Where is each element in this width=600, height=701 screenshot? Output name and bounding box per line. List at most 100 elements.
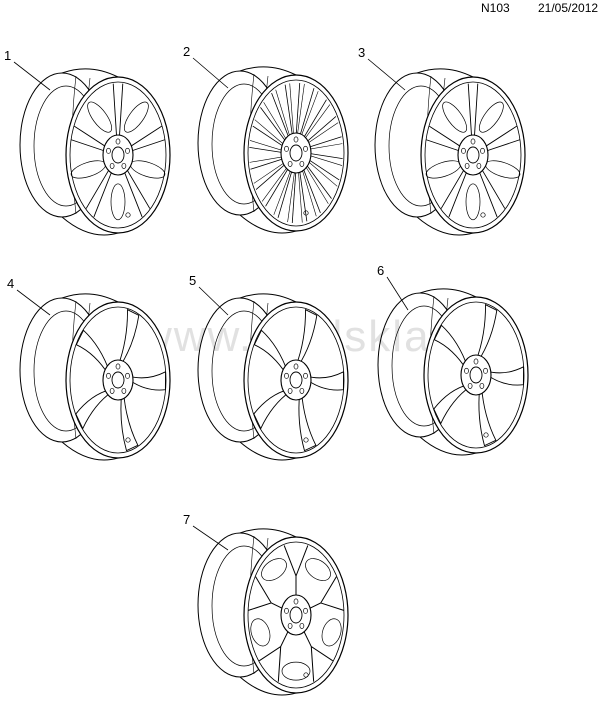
hub xyxy=(102,359,134,401)
spoke xyxy=(306,143,343,150)
leader-line xyxy=(386,276,409,311)
spoke xyxy=(433,383,472,425)
spoke xyxy=(477,166,506,218)
lug-hole xyxy=(293,598,299,605)
lug-hole xyxy=(476,162,482,169)
spoke xyxy=(127,125,165,153)
spoke xyxy=(298,88,315,139)
spoke xyxy=(300,166,317,217)
spoke xyxy=(295,308,318,367)
spoke xyxy=(295,82,301,138)
spoke-window xyxy=(110,183,126,221)
callout-5: 5 xyxy=(189,273,197,288)
spoke xyxy=(298,390,317,452)
spoke xyxy=(254,119,287,147)
spoke xyxy=(260,107,288,145)
lug-hole xyxy=(461,147,466,154)
valve-stem xyxy=(480,212,486,218)
lug-hole xyxy=(299,622,305,629)
spoke xyxy=(120,390,139,452)
lug-hole xyxy=(479,382,485,389)
spoke-window xyxy=(305,558,331,581)
hub xyxy=(460,354,492,396)
rim-lip xyxy=(424,81,522,229)
callout-6: 6 xyxy=(377,263,385,278)
spoke xyxy=(252,125,287,149)
hub xyxy=(280,132,312,174)
spoke xyxy=(482,125,520,153)
barrel-top-edge xyxy=(239,528,297,538)
callout-1: 1 xyxy=(4,48,12,63)
leader-line xyxy=(198,286,229,316)
spoke-window xyxy=(281,661,311,681)
spoke xyxy=(275,89,292,140)
spoke xyxy=(258,627,291,682)
leader-line xyxy=(192,525,229,551)
spoke-window xyxy=(442,101,468,133)
spoke xyxy=(298,167,308,222)
spoke xyxy=(253,160,288,184)
lug-hole xyxy=(284,607,289,614)
center-cap xyxy=(469,366,483,384)
lug-hole xyxy=(480,147,485,154)
leader-line xyxy=(13,61,51,91)
hub xyxy=(280,594,312,636)
barrel-top-edge xyxy=(61,293,119,303)
barrel-bottom-edge xyxy=(239,441,297,461)
spoke-window xyxy=(478,101,504,133)
spoke xyxy=(265,165,291,207)
callout-4: 4 xyxy=(7,276,15,291)
spoke xyxy=(305,159,338,187)
spoke xyxy=(304,122,339,146)
rim-lip xyxy=(69,306,167,454)
center-cap xyxy=(289,371,303,389)
spoke-window xyxy=(261,558,287,581)
callout-7: 7 xyxy=(183,512,191,527)
spoke xyxy=(302,104,331,142)
rim-lip xyxy=(247,541,345,689)
spoke xyxy=(426,125,464,153)
spoke xyxy=(287,168,296,223)
barrel-bottom-edge xyxy=(239,214,297,234)
lug-hole xyxy=(293,136,299,143)
spoke xyxy=(478,385,497,447)
spoke xyxy=(301,99,327,141)
lug-hole xyxy=(115,363,121,370)
center-cap xyxy=(466,146,480,164)
spoke xyxy=(85,166,114,218)
spoke xyxy=(440,166,469,218)
lug-hole xyxy=(464,162,470,169)
spoke xyxy=(299,91,319,139)
spoke xyxy=(248,576,287,611)
barrel-bottom-edge xyxy=(61,216,119,236)
rim-lip xyxy=(69,81,167,229)
spoke xyxy=(467,83,479,140)
spoke xyxy=(271,92,291,141)
spoke xyxy=(297,168,303,223)
spoke xyxy=(301,165,321,214)
spoke xyxy=(75,388,114,430)
spoke xyxy=(249,140,286,152)
valve-stem xyxy=(483,432,489,438)
lug-hole xyxy=(125,147,130,154)
spoke xyxy=(475,303,498,362)
wheel-6-drawing xyxy=(377,276,529,456)
spoke xyxy=(305,576,344,611)
lug-hole xyxy=(284,145,289,152)
spoke xyxy=(263,102,289,143)
lug-hole xyxy=(287,160,293,167)
spoke xyxy=(75,329,111,377)
lug-hole xyxy=(299,160,305,167)
barrel-bottom-edge xyxy=(61,441,119,461)
hub xyxy=(280,359,312,401)
spoke-window xyxy=(321,618,342,647)
lug-hole xyxy=(303,145,308,152)
leader-line xyxy=(192,57,229,89)
spoke xyxy=(291,168,297,224)
lug-hole xyxy=(473,358,479,365)
spoke xyxy=(304,116,337,145)
spoke xyxy=(253,388,292,430)
wheel-5-drawing xyxy=(197,286,349,461)
lug-hole xyxy=(287,387,293,394)
spoke xyxy=(273,167,293,215)
